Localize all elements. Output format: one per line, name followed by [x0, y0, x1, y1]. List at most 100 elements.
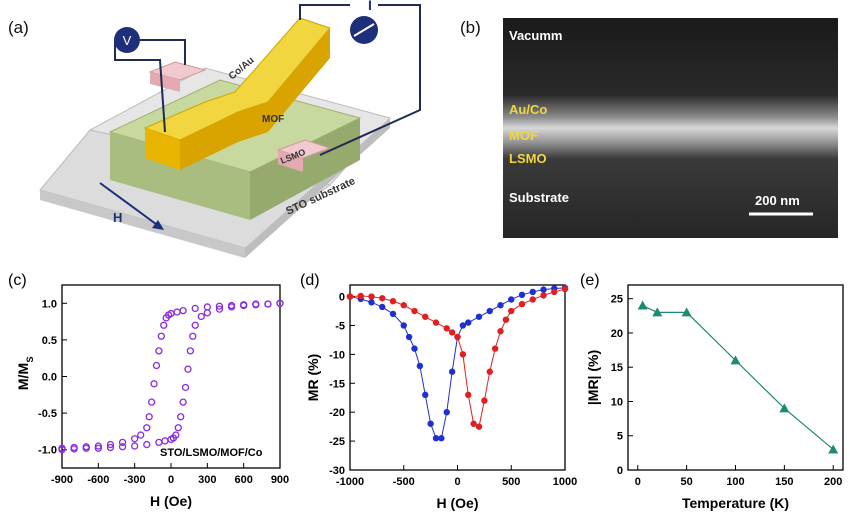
- data-point-d1: [448, 329, 456, 336]
- y-axis-label: |MR| (%): [585, 350, 601, 405]
- data-point-d0: [508, 296, 515, 303]
- data-point-d0: [427, 420, 434, 427]
- data-point-c1: [106, 443, 115, 452]
- data-point-e: [828, 444, 839, 454]
- data-point-d1: [443, 325, 450, 332]
- data-point-c1: [131, 442, 139, 450]
- x-tick-label: 500: [502, 476, 520, 488]
- y-tick-label: -0.5: [38, 408, 57, 420]
- layer-vacuum: Vacumm: [509, 28, 562, 43]
- data-point-d0: [529, 288, 536, 296]
- data-point-d1: [508, 307, 515, 315]
- data-point-d1: [400, 302, 407, 309]
- x-tick-label: 900: [271, 474, 289, 486]
- data-point-c1: [203, 309, 211, 317]
- y-tick-label: -1.0: [38, 445, 57, 457]
- data-point-e: [637, 300, 648, 310]
- y-tick-label: 25: [611, 294, 623, 306]
- x-tick-label: 1000: [553, 476, 577, 488]
- data-point-c0: [191, 304, 199, 313]
- data-point-c1: [264, 300, 272, 308]
- data-point-c1: [189, 332, 197, 340]
- data-point-c1: [82, 444, 90, 452]
- data-point-c0: [179, 306, 187, 315]
- mr-line-0: [349, 287, 566, 439]
- data-point-d1: [422, 313, 429, 320]
- data-point-d0: [411, 345, 418, 352]
- data-point-d1: [470, 420, 477, 427]
- x-tick-label: 50: [681, 476, 693, 488]
- data-point-c0: [155, 347, 163, 355]
- y-tick-label: -30: [329, 465, 345, 477]
- y-tick-label: 1.0: [42, 298, 57, 310]
- plot-frame-d: [349, 284, 566, 471]
- data-point-d1: [497, 328, 504, 335]
- data-point-d1: [540, 292, 547, 299]
- data-point-e: [779, 403, 790, 413]
- scalebar-label: 200 nm: [755, 193, 800, 208]
- data-point-d1: [518, 300, 526, 308]
- layer-au-co: Au/Co: [509, 102, 547, 117]
- y-axis-label: MR (%): [305, 354, 321, 401]
- data-point-c1: [70, 445, 78, 453]
- data-point-c1: [197, 312, 205, 321]
- data-point-c0: [106, 440, 115, 449]
- x-tick-label: -500: [393, 476, 415, 488]
- layer-substrate: Substrate: [509, 190, 569, 205]
- data-point-c1: [191, 321, 199, 329]
- data-point-c1: [118, 443, 127, 451]
- data-point-d1: [486, 368, 493, 375]
- data-point-c1: [276, 299, 284, 307]
- data-point-c0: [118, 438, 127, 447]
- data-point-c0: [160, 321, 168, 329]
- data-point-e: [681, 307, 692, 317]
- panel-label-b: (b): [460, 18, 481, 37]
- data-point-c0: [150, 380, 158, 388]
- y-tick-label: -15: [329, 378, 345, 390]
- data-point-d1: [379, 295, 386, 302]
- data-point-c1: [252, 301, 260, 309]
- data-point-d0: [379, 303, 386, 311]
- data-point-d1: [551, 288, 558, 296]
- data-point-d0: [432, 435, 440, 442]
- y-tick-label: -5: [335, 320, 345, 332]
- x-tick-label: 100: [726, 476, 744, 488]
- data-point-c0: [131, 435, 139, 443]
- layer-mof: MOF: [509, 128, 538, 143]
- y-axis-label: M/M: [15, 363, 31, 390]
- data-point-c1: [227, 303, 236, 311]
- x-tick-label: 0: [454, 476, 460, 488]
- data-point-c0: [143, 424, 151, 432]
- data-point-d0: [422, 391, 429, 399]
- data-point-d0: [497, 302, 504, 309]
- data-point-d1: [454, 333, 461, 341]
- panel-label-d: (d): [300, 272, 320, 289]
- data-point-d1: [502, 316, 510, 323]
- data-point-d1: [475, 423, 483, 430]
- data-point-d1: [529, 296, 536, 303]
- data-point-c0: [215, 302, 224, 310]
- data-point-d1: [346, 293, 354, 300]
- data-point-d1: [432, 319, 440, 326]
- data-point-d0: [443, 408, 450, 416]
- data-point-c1: [58, 446, 66, 454]
- x-tick-label: 150: [775, 476, 793, 488]
- data-point-d0: [405, 333, 413, 341]
- data-point-d0: [518, 291, 526, 299]
- data-point-d0: [438, 435, 445, 442]
- data-point-d0: [416, 362, 424, 370]
- data-point-c1: [155, 438, 163, 447]
- data-point-d0: [486, 307, 493, 315]
- voltmeter-icon: [114, 27, 140, 53]
- y-tick-label: 0: [339, 292, 345, 304]
- panel-label-c: (c): [8, 272, 27, 289]
- panel-label-a: (a): [8, 18, 29, 37]
- data-point-d1: [481, 397, 488, 404]
- data-point-e: [730, 355, 741, 365]
- data-point-c0: [145, 413, 153, 421]
- data-point-d0: [465, 319, 472, 326]
- y-tick-label: 0.0: [42, 372, 57, 384]
- mof-label: MOF: [262, 114, 284, 125]
- data-point-c0: [147, 398, 156, 406]
